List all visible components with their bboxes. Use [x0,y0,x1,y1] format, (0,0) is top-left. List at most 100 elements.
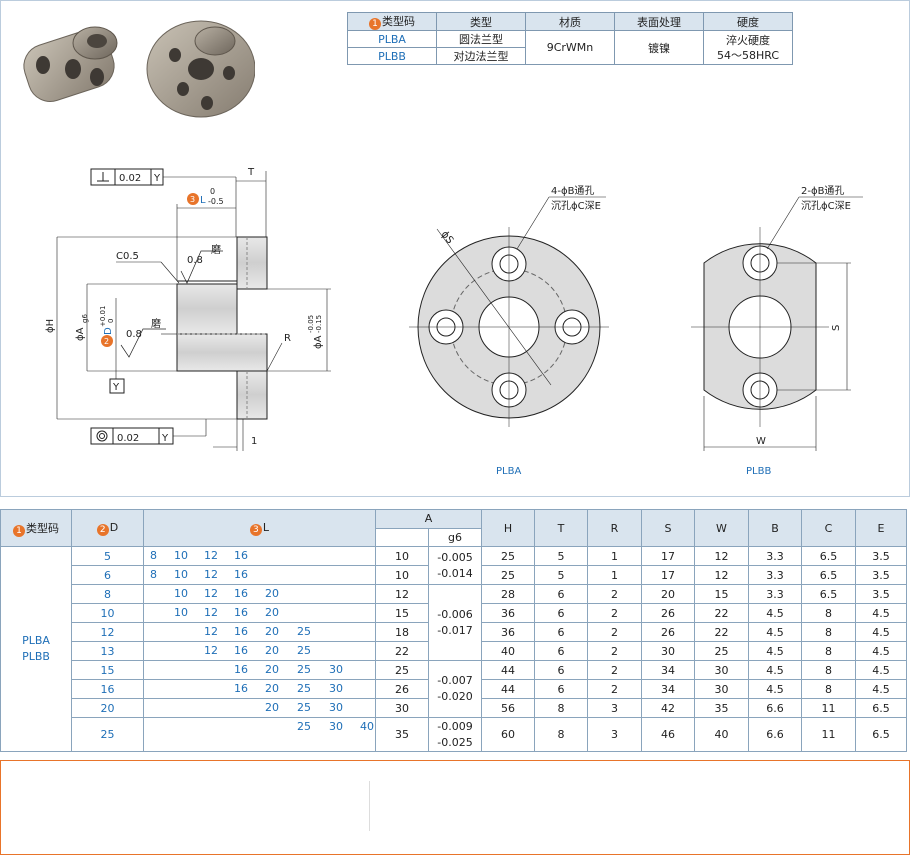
svg-text:g6: g6 [81,314,89,323]
s-cell: 30 [641,641,695,661]
l-value: 20 [265,625,279,638]
l-value: 30 [329,720,343,733]
l-value: 12 [204,606,218,619]
r-cell: 1 [587,565,642,585]
d-cell: 20 [71,698,144,718]
t-cell: 5 [534,546,588,566]
l-value: 16 [234,663,248,676]
l-value: 16 [234,587,248,600]
s-cell: 20 [641,584,695,604]
e-cell: 4.5 [855,622,907,642]
b-cell: 4.5 [748,660,802,680]
e-cell: 3.5 [855,584,907,604]
l-cell: 20 25 30 [143,698,376,718]
l-value: 16 [234,568,248,581]
l-value: 25 [297,720,311,733]
a-cell: 10 [375,546,429,566]
g6-tolerance: -0.005-0.014 [428,546,482,585]
l-value: 20 [265,701,279,714]
c-cell: 8 [801,641,856,661]
h-cell: 44 [481,660,535,680]
t-cell: 6 [534,679,588,699]
l-value: 20 [265,663,279,676]
t-cell: 8 [534,717,588,752]
r-cell: 3 [587,717,642,752]
dim-t: T [247,167,255,178]
dim-r: R [284,333,291,344]
svg-text:-0.05: -0.05 [307,315,315,333]
l-value: 12 [204,644,218,657]
perpendicularity-frame: 0.02 Y [90,168,237,237]
plbb-view: S W 2-ϕB通孔 沉孔ϕC深E PLBB [691,185,863,477]
a-cell: 22 [375,641,429,661]
header-s: S [641,509,695,547]
a-cell: 25 [375,660,429,680]
header-h: H [481,509,535,547]
svg-text:3: 3 [190,195,195,204]
header-t: T [534,509,588,547]
w-cell: 30 [694,660,749,680]
d-cell: 5 [71,546,144,566]
dim-1: 1 [251,436,257,447]
product-photo [23,20,255,118]
r-cell: 2 [587,622,642,642]
d-cell: 10 [71,603,144,623]
l-value: 30 [329,701,343,714]
s-cell: 17 [641,546,695,566]
header-surface: 表面处理 [614,12,704,31]
r-cell: 1 [587,546,642,566]
l-value: 20 [265,644,279,657]
c-cell: 8 [801,679,856,699]
t-cell: 6 [534,584,588,604]
r-cell: 2 [587,584,642,604]
l-value: 10 [174,568,188,581]
t-cell: 6 [534,622,588,642]
l-value: 16 [234,644,248,657]
g6-tolerance: -0.006-0.017 [428,584,482,661]
l-value: 8 [150,568,157,581]
l-value: 40 [360,720,374,733]
datum-y: Y [112,382,120,393]
g6-tolerance: -0.007-0.020 [428,660,482,718]
r-cell: 2 [587,679,642,699]
l-value: 25 [297,701,311,714]
l-value: 10 [174,606,188,619]
e-cell: 4.5 [855,603,907,623]
number-badge: 1 [369,18,381,30]
h-cell: 36 [481,622,535,642]
w-cell: 35 [694,698,749,718]
surface-cell: 镀镍 [614,30,704,65]
svg-text:0.02: 0.02 [119,173,141,184]
svg-text:0.02: 0.02 [117,433,139,444]
h-cell: 56 [481,698,535,718]
l-value: 25 [297,644,311,657]
t-cell: 6 [534,660,588,680]
h-cell: 28 [481,584,535,604]
l-value: 25 [297,663,311,676]
c-cell: 8 [801,603,856,623]
l-value: 25 [297,682,311,695]
type-cell: 对边法兰型 [436,47,526,65]
l-value: 16 [234,625,248,638]
a-cell: 35 [375,717,429,752]
header-material: 材质 [525,12,615,31]
header-e: E [855,509,907,547]
e-cell: 3.5 [855,546,907,566]
dim-phi-a: ϕA [75,327,86,341]
a-cell: 12 [375,584,429,604]
plbb-label: PLBB [746,466,771,477]
e-cell: 6.5 [855,698,907,718]
s-cell: 34 [641,660,695,680]
b-cell: 4.5 [748,679,802,699]
s-cell: 42 [641,698,695,718]
l-cell: 25 30 40 [143,717,376,752]
material-row: PLBB 对边法兰型 [347,47,793,65]
